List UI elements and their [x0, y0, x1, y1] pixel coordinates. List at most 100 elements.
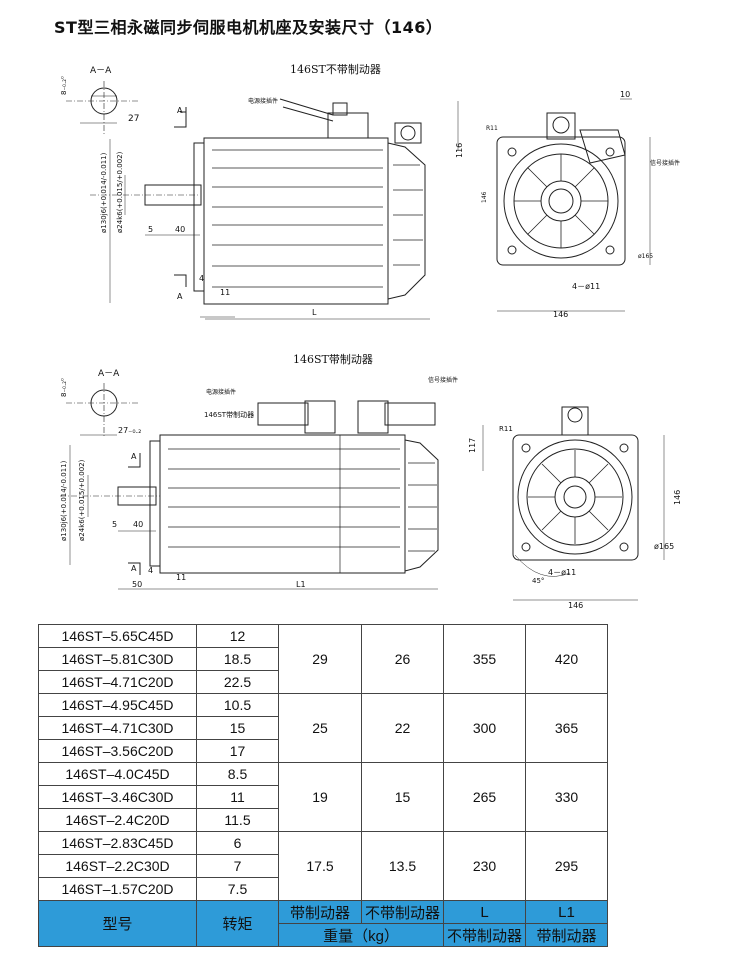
weight-brake-cell: 29 — [278, 624, 362, 694]
page-title: ST型三相永磁同步伺服电机机座及安装尺寸（146） — [54, 18, 443, 37]
model-cell: 146ST–5.81C30D — [38, 647, 197, 671]
power-connector-label: 电源接插件 — [248, 97, 278, 105]
weight-brake-cell: 19 — [278, 762, 362, 832]
signal-connector-label-2: 信号接插件 — [428, 376, 458, 384]
dim-4: 4 — [199, 274, 204, 283]
length-l-cell: 265 — [443, 762, 526, 832]
model-cell: 146ST–1.57C20D — [38, 877, 197, 901]
torque-cell: 22.5 — [196, 670, 279, 694]
heading-with-brake: 146ST带制动器 — [293, 353, 373, 366]
model-cell: 146ST–4.95C45D — [38, 693, 197, 717]
key-dim-2: 8₋₀.₂⁰ — [60, 378, 68, 397]
dim-shaft-dia2: ø24k6(+0.015/+0.002) — [116, 151, 124, 233]
dim-11-b: 11 — [176, 573, 186, 582]
dim-146-bottom-2: 146 — [568, 601, 583, 610]
dim-40: 40 — [175, 225, 185, 234]
label-a-top-2: A — [131, 452, 137, 461]
torque-cell: 7.5 — [196, 877, 279, 901]
key-depth-2: 27₋₀.₂ — [118, 426, 141, 435]
model-cell: 146ST–2.83C45D — [38, 831, 197, 855]
dim-146-bottom: 146 — [553, 310, 568, 319]
weight-nobrake-cell: 26 — [361, 624, 444, 694]
model-cell: 146ST–3.46C30D — [38, 785, 197, 809]
length-l1-cell: 365 — [525, 693, 608, 763]
dim-10: 10 — [620, 90, 630, 99]
key-dim: 8₋₀.₂⁰ — [60, 76, 68, 95]
header-l1-sub: 带制动器 — [525, 923, 608, 947]
dim-40-b: 40 — [133, 520, 143, 529]
weight-nobrake-cell: 13.5 — [361, 831, 444, 901]
model-cell: 146ST–2.2C30D — [38, 854, 197, 878]
length-l1-cell: 330 — [525, 762, 608, 832]
weight-brake-cell: 17.5 — [278, 831, 362, 901]
length-l1-cell: 420 — [525, 624, 608, 694]
dim-117: 117 — [468, 438, 477, 453]
dim-shaft-dia: ø130j6(+0.014/-0.011) — [100, 152, 108, 233]
header-weight-brake: 带制动器 — [278, 900, 362, 924]
dim-shaft-dia2-b: ø24k6(+0.015/+0.002) — [78, 459, 86, 541]
header-l1: L1 — [525, 900, 608, 924]
weight-nobrake-cell: 22 — [361, 693, 444, 763]
torque-cell: 11.5 — [196, 808, 279, 832]
section-label: A－A — [90, 66, 112, 76]
weight-nobrake-cell: 15 — [361, 762, 444, 832]
label-a-bottom: A — [177, 292, 183, 301]
header-l-sub: 不带制动器 — [443, 923, 526, 947]
length-l1-cell: 295 — [525, 831, 608, 901]
dim-shaft-dia-b: ø130j6(+0.014/-0.011) — [60, 460, 68, 541]
dim-r11: R11 — [486, 125, 498, 132]
length-l-cell: 300 — [443, 693, 526, 763]
key-depth: 27 — [128, 114, 139, 124]
dim-45: 45° — [532, 577, 544, 585]
header-model: 型号 — [38, 900, 197, 947]
label-a-top: A — [177, 106, 183, 115]
dim-5: 5 — [148, 225, 153, 234]
header-torque: 转矩 — [196, 900, 279, 947]
torque-cell: 15 — [196, 716, 279, 740]
dim-5-b: 5 — [112, 520, 117, 529]
drawing-with-brake: 146ST带制动器 A－A 8₋₀.₂⁰ 27₋₀.₂ A A 电源接插件 14… — [60, 353, 682, 610]
heading-no-brake: 146ST不带制动器 — [290, 63, 381, 76]
header-l: L — [443, 900, 526, 924]
model-cell: 146ST–5.65C45D — [38, 624, 197, 648]
dim-11: 11 — [220, 288, 230, 297]
dim-146-side-2: 146 — [673, 490, 682, 505]
torque-cell: 8.5 — [196, 762, 279, 786]
dim-l: L — [312, 308, 317, 317]
dim-4-b: 4 — [148, 566, 153, 575]
dim-4phi11: 4－ø11 — [572, 282, 600, 291]
model-cell: 146ST–4.71C20D — [38, 670, 197, 694]
torque-cell: 17 — [196, 739, 279, 763]
dim-116: 116 — [455, 143, 464, 158]
model-cell: 146ST–4.71C30D — [38, 716, 197, 740]
header-weight: 重量（kg） — [278, 923, 444, 947]
section-label-2: A－A — [98, 369, 120, 379]
header-weight-nobrake: 不带制动器 — [361, 900, 444, 924]
length-l-cell: 355 — [443, 624, 526, 694]
brake-connector-label: 146ST带制动器 — [204, 410, 254, 419]
dim-r11-2: R11 — [499, 425, 513, 433]
signal-connector-label: 信号接插件 — [650, 159, 680, 167]
dim-phi165-2: ø165 — [654, 542, 674, 551]
torque-cell: 11 — [196, 785, 279, 809]
torque-cell: 18.5 — [196, 647, 279, 671]
torque-cell: 12 — [196, 624, 279, 648]
header-row-2: 重量（kg）不带制动器带制动器 — [39, 923, 608, 947]
label-a-bottom-2: A — [131, 564, 137, 573]
model-cell: 146ST–2.4C20D — [38, 808, 197, 832]
dim-146-side: 146 — [481, 191, 488, 203]
model-cell: 146ST–4.0C45D — [38, 762, 197, 786]
torque-cell: 10.5 — [196, 693, 279, 717]
model-cell: 146ST–3.56C20D — [38, 739, 197, 763]
torque-cell: 6 — [196, 831, 279, 855]
